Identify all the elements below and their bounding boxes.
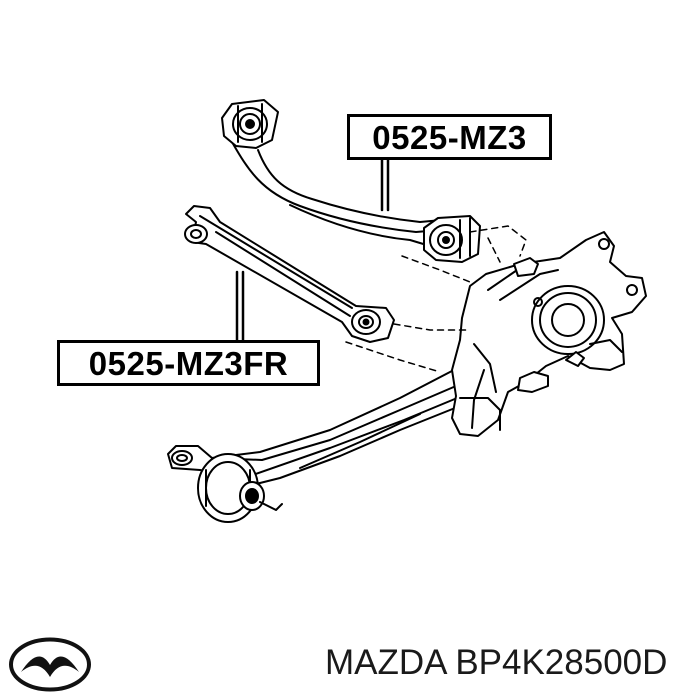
brand-name: MAZDA [325, 643, 446, 682]
lower-lateral-arm [184, 205, 395, 343]
upper-arm-outer-bushing [423, 215, 481, 263]
phantom-lines [345, 225, 527, 373]
part-number: BP4K28500D [455, 643, 668, 682]
part-label-lower-arm: 0525-MZ3FR [57, 340, 320, 386]
upper-control-arm [221, 99, 481, 263]
trailing-arm-bushing [197, 453, 283, 523]
part-label-upper-arm: 0525-MZ3 [347, 114, 552, 160]
footer-part-number: MAZDA BP4K28500D [325, 643, 667, 683]
mazda-logo-icon [9, 637, 91, 692]
upper-arm-inner-bushing [221, 99, 279, 149]
leader-lines [235, 158, 390, 342]
knuckle-hub-carrier [451, 231, 647, 437]
